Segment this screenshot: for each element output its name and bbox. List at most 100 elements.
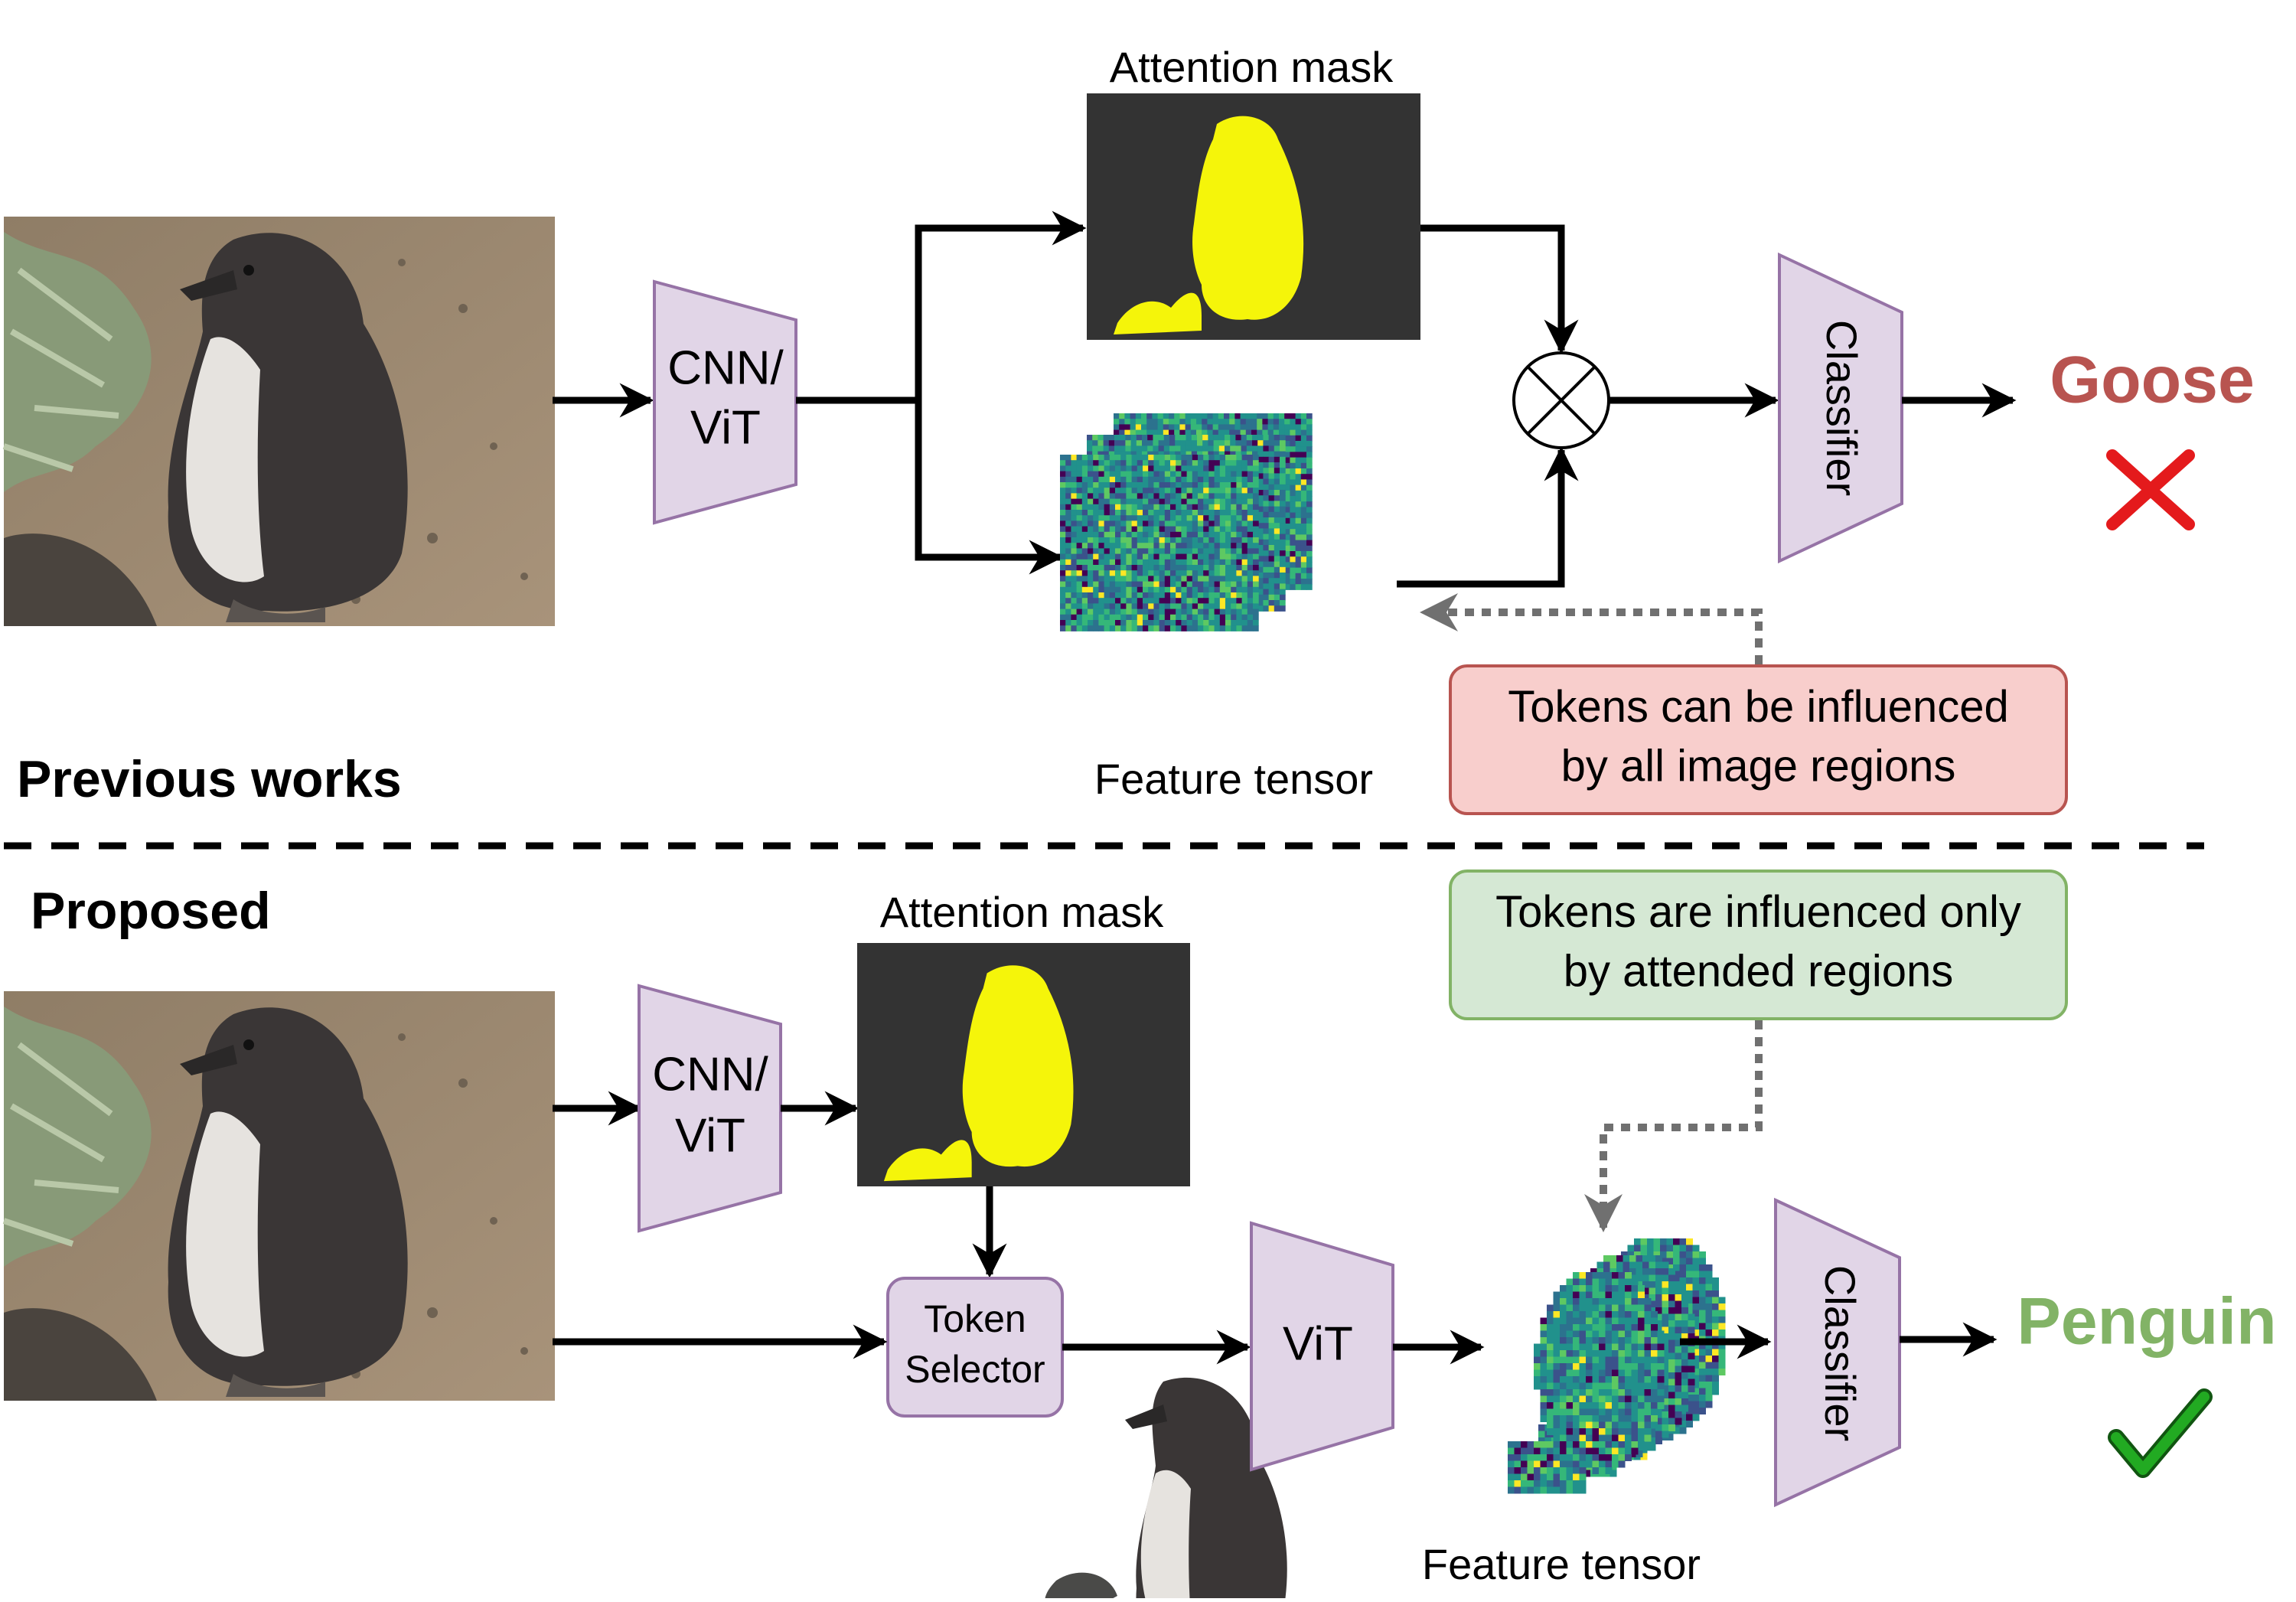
heat-cell <box>1606 1331 1613 1338</box>
heat-cell <box>1071 592 1077 599</box>
heat-cell <box>1208 598 1215 604</box>
heat-cell <box>1220 548 1226 554</box>
heat-cell <box>1153 465 1159 471</box>
heat-cell <box>1599 1298 1606 1305</box>
heat-cell <box>1567 1292 1574 1299</box>
heat-cell <box>1077 570 1083 576</box>
heat-cell <box>1247 598 1254 604</box>
heat-cell <box>1242 520 1248 527</box>
heat-cell <box>1231 554 1237 560</box>
heat-cell <box>1181 587 1187 593</box>
heat-cell <box>1284 424 1290 430</box>
heat-cell <box>1065 598 1071 604</box>
heat-cell <box>1208 515 1215 521</box>
heat-cell <box>1165 598 1171 604</box>
heat-cell <box>1125 440 1131 446</box>
heat-cell <box>1115 615 1121 621</box>
heat-cell <box>1290 524 1296 530</box>
heat-cell <box>1593 1350 1600 1357</box>
heat-cell <box>1225 537 1231 543</box>
heat-cell <box>1593 1370 1600 1377</box>
heat-cell <box>1706 1317 1713 1323</box>
heat-cell <box>1247 445 1253 452</box>
heat-cell <box>1625 1344 1632 1351</box>
heat-cell <box>1662 1411 1669 1418</box>
heat-cell <box>1077 609 1083 615</box>
heat-cell <box>1225 515 1231 521</box>
heat-cell <box>1071 625 1077 631</box>
heat-cell <box>1098 570 1104 576</box>
heat-cell <box>1159 465 1166 471</box>
heat-cell <box>1158 413 1164 419</box>
heat-cell <box>1153 598 1159 604</box>
heat-cell <box>1088 560 1094 566</box>
heat-cell <box>1120 587 1127 593</box>
heat-cell <box>1296 562 1302 568</box>
heat-cell <box>1159 488 1166 494</box>
heat-cell <box>1642 1262 1649 1269</box>
heat-cell <box>1686 1271 1693 1278</box>
heat-cell <box>1280 501 1286 507</box>
heat-cell <box>1198 504 1204 511</box>
heat-cell <box>1625 1298 1632 1305</box>
heat-cell <box>1187 548 1193 554</box>
heat-cell <box>1060 587 1066 593</box>
heat-cell <box>1110 587 1116 593</box>
heat-cell <box>1645 1389 1652 1396</box>
heat-cell <box>1619 1357 1626 1364</box>
heat-cell <box>1170 592 1176 599</box>
heat-cell <box>1560 1370 1567 1377</box>
heat-cell <box>1231 471 1237 478</box>
heat-cell <box>1280 605 1286 612</box>
heat-cell <box>1651 1370 1658 1377</box>
heat-cell <box>1599 1311 1606 1318</box>
heat-cell <box>1176 582 1182 588</box>
heat-cell <box>1143 592 1149 599</box>
heat-cell <box>1296 436 1302 442</box>
heat-cell <box>1699 1395 1706 1401</box>
heat-cell <box>1208 482 1215 488</box>
heat-cell <box>1220 460 1226 466</box>
heat-cell <box>1667 1238 1674 1245</box>
heat-cell <box>1077 482 1083 488</box>
heat-cell <box>1082 554 1088 560</box>
heat-cell <box>1203 548 1209 554</box>
heat-cell <box>1246 424 1252 430</box>
heat-cell <box>1253 499 1259 505</box>
heat-cell <box>1152 419 1158 425</box>
heat-cell <box>1192 504 1199 511</box>
heat-cell <box>1148 548 1154 554</box>
heat-cell <box>1247 603 1254 609</box>
heat-cell <box>1686 1264 1693 1271</box>
heat-cell <box>1176 554 1182 560</box>
heat-cell <box>1215 537 1221 543</box>
heat-cell <box>1077 565 1083 571</box>
heat-cell <box>1706 1297 1713 1304</box>
heat-cell <box>1208 554 1215 560</box>
heat-cell <box>1253 477 1259 483</box>
heat-cell <box>1082 620 1088 626</box>
heat-cell <box>1246 413 1252 419</box>
heat-cell <box>1280 468 1286 474</box>
heat-cell <box>1681 1327 1688 1334</box>
token-selector-label-2: Selector <box>905 1348 1045 1391</box>
heat-cell <box>1675 1294 1682 1301</box>
heat-cell <box>1088 537 1094 543</box>
heat-cell <box>1675 1307 1682 1314</box>
heat-cell <box>1181 504 1187 511</box>
heat-cell <box>1280 462 1286 468</box>
heat-cell <box>1224 419 1230 425</box>
heat-cell <box>1306 441 1313 447</box>
heat-cell <box>1699 1277 1706 1284</box>
heat-cell <box>1192 576 1199 582</box>
heat-cell <box>1165 504 1171 511</box>
heat-cell <box>1225 543 1231 549</box>
heat-cell <box>1290 474 1296 480</box>
heat-cell <box>1110 477 1116 483</box>
heat-cell <box>1132 620 1138 626</box>
heat-cell <box>1280 495 1286 501</box>
heat-cell <box>1619 1376 1626 1383</box>
heat-cell <box>1247 482 1254 488</box>
heat-cell <box>1719 1362 1726 1369</box>
